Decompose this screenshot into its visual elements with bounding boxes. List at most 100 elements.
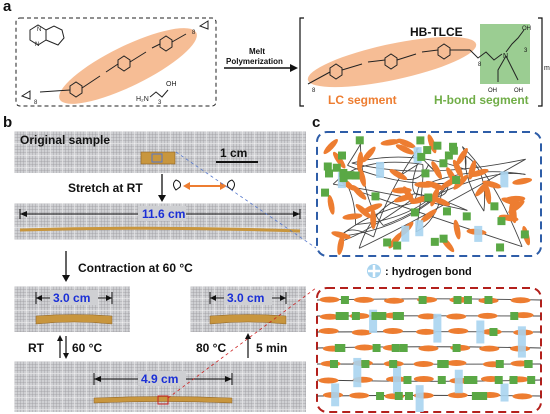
hydrogen-bond: [376, 161, 385, 178]
mesogen: [510, 297, 531, 304]
reaction-label-1: Melt: [249, 47, 265, 56]
mesogen: [349, 392, 370, 399]
dbu-catalyst-structure: N N: [29, 24, 65, 48]
product-oh-top: OH: [522, 26, 531, 32]
mesogen: [370, 209, 377, 230]
mesogen: [430, 187, 440, 207]
crosslink: [430, 237, 439, 246]
mesogen: [452, 159, 464, 179]
sample-final-highlight: [157, 395, 169, 405]
mesogen: [402, 186, 415, 204]
crosslink: [371, 192, 380, 201]
mesogen: [418, 345, 439, 352]
product-bracket-right: [538, 17, 543, 107]
crosslink: [332, 163, 341, 172]
monomer-sub-3: 3: [158, 100, 162, 106]
sample-original-highlight: [151, 153, 163, 163]
crosslink: [344, 171, 353, 180]
product-oh-bottom-right: OH: [514, 88, 523, 94]
crosslink: [440, 360, 449, 368]
crosslink: [335, 312, 344, 320]
hydrogen-bond: [474, 225, 483, 242]
mesogen: [337, 235, 345, 255]
label-stretch: Stretch at RT: [68, 181, 143, 195]
mesogen: [363, 203, 383, 213]
hydrogen-bond: [500, 383, 509, 402]
crosslink: [372, 344, 381, 352]
crosslink: [394, 392, 403, 400]
panel-letter-b: b: [3, 114, 13, 131]
crosslink: [416, 136, 425, 145]
photo-contracted-left: [14, 286, 130, 332]
crosslink: [351, 312, 360, 320]
mesogen: [318, 377, 339, 384]
mesogen: [448, 328, 469, 335]
mesogen: [482, 180, 502, 189]
crosslink: [424, 193, 433, 202]
reactant-box: [15, 17, 217, 107]
svg-text:N: N: [37, 27, 41, 33]
crosslink: [361, 360, 370, 368]
crosslink: [490, 202, 499, 211]
crosslink: [323, 162, 332, 171]
hydrogen-bond: [415, 220, 424, 237]
mesogen: [415, 328, 436, 335]
chain-segment: [348, 187, 357, 225]
crosslink: [527, 376, 536, 384]
svg-text:N: N: [35, 42, 39, 48]
sample-contracted-left: [35, 314, 113, 325]
crosslink: [410, 208, 419, 217]
crosslink: [355, 136, 364, 145]
product-sub-8-right: 8: [478, 62, 482, 68]
crosslink: [510, 312, 519, 320]
mesogen: [453, 174, 469, 190]
mesogen: [384, 297, 405, 304]
sample-final: [93, 396, 233, 404]
crosslink: [351, 171, 360, 180]
lc-segment-label: LC segment: [328, 93, 397, 107]
panel-letter-a: a: [3, 0, 12, 15]
crosslink: [399, 344, 408, 352]
arrow-contraction-head: [62, 275, 70, 282]
crosslink: [469, 376, 478, 384]
hydrogen-bond: [353, 357, 362, 388]
crosslink: [442, 207, 451, 216]
crosslink: [509, 376, 518, 384]
hydrogen-bond: [369, 309, 378, 333]
mesogen: [388, 232, 402, 249]
sample-stretched: [19, 226, 301, 233]
label-original-sample: Original sample: [20, 133, 111, 147]
monomer-chain: [149, 89, 169, 98]
mesogen: [417, 313, 438, 320]
mesogen: [395, 144, 415, 155]
mesogen: [358, 167, 366, 187]
gripper-left-icon: [173, 179, 181, 191]
gripper-right-icon: [227, 179, 235, 191]
mesogen: [361, 146, 376, 163]
mesogen: [389, 169, 408, 181]
photo-original: [14, 131, 306, 173]
mesogen: [354, 344, 375, 351]
mesogen: [342, 213, 363, 220]
product-benzene-rings: [307, 29, 525, 85]
label-80c: 80 °C: [196, 341, 226, 355]
mesogen: [351, 184, 367, 200]
chain-segment: [373, 147, 419, 238]
mesogen: [446, 313, 467, 320]
mesogen: [456, 148, 468, 166]
hydrogen-bond-legend-icon: [367, 264, 381, 278]
mesogen: [319, 313, 340, 320]
mesogen: [501, 197, 521, 206]
crosslink: [371, 312, 380, 320]
mesogen: [477, 312, 498, 319]
crosslink: [339, 168, 348, 177]
mesogen: [453, 219, 461, 240]
label-rt: RT: [28, 341, 45, 355]
reactant-sub-8-left: 8: [34, 100, 38, 106]
mesogen: [468, 160, 477, 180]
crosslink: [463, 296, 472, 304]
mesogen: [327, 195, 335, 215]
hydrogen-bond: [500, 171, 509, 188]
